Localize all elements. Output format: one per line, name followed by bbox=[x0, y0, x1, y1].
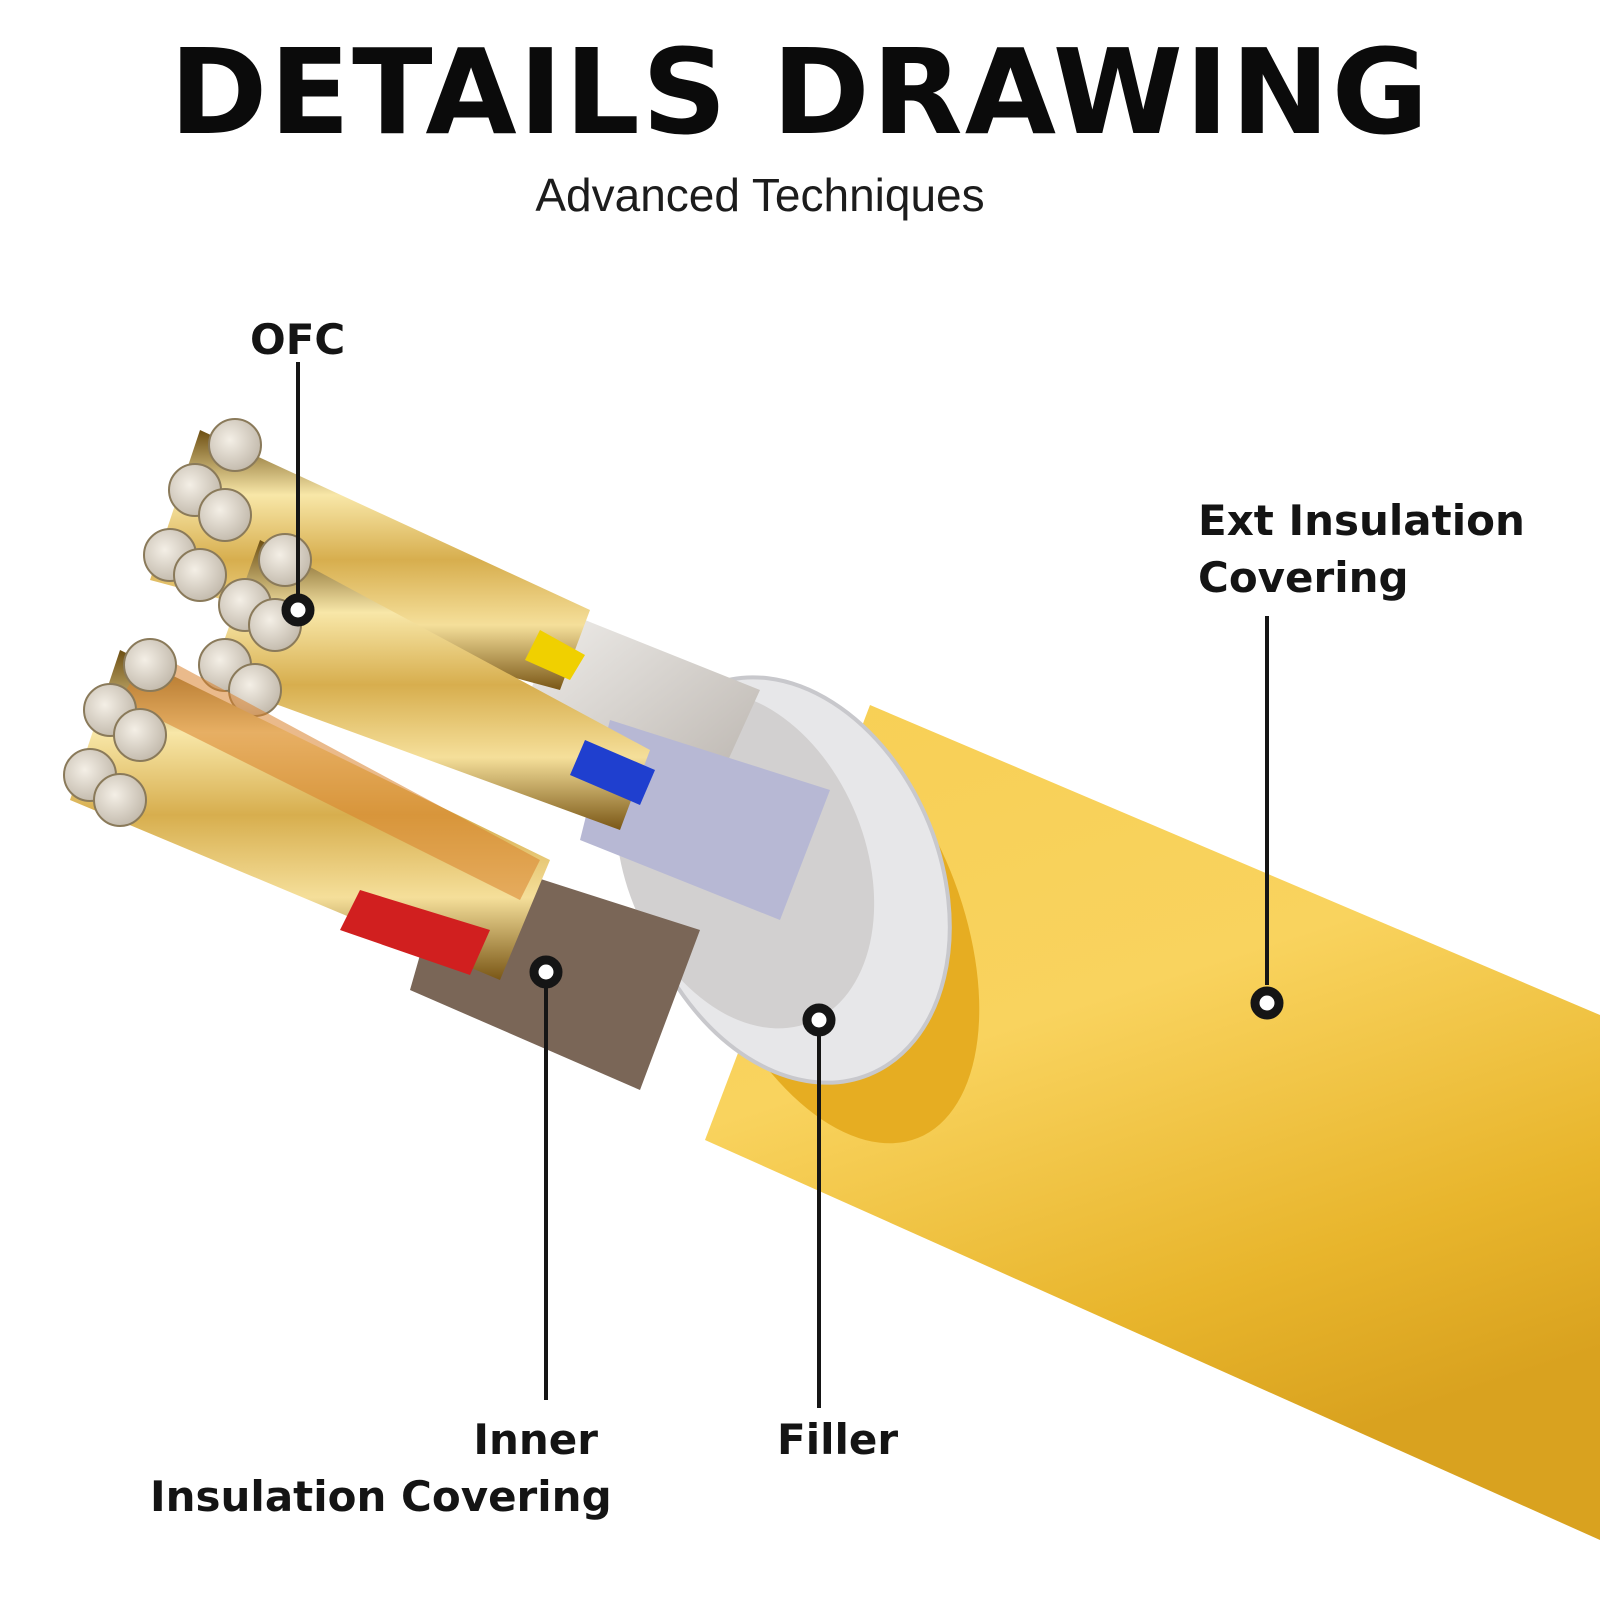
label-ext-insulation: Ext Insulation Covering bbox=[1198, 493, 1525, 606]
callout-markers bbox=[281, 593, 1284, 1037]
label-ext-line2: Covering bbox=[1198, 552, 1409, 602]
leader-lines bbox=[296, 362, 1269, 1408]
marker-ext-icon bbox=[1250, 986, 1284, 1020]
marker-ofc-icon bbox=[281, 593, 315, 627]
label-inner-line2: Insulation Covering bbox=[150, 1471, 612, 1521]
conductor-bundle-bottom bbox=[63, 638, 550, 980]
conductor-bundle-top bbox=[143, 418, 590, 690]
label-filler: Filler bbox=[777, 1415, 899, 1464]
label-ofc: OFC bbox=[250, 315, 346, 364]
page-subtitle: Advanced Techniques bbox=[535, 169, 985, 221]
label-inner-insulation: Inner Insulation Covering bbox=[150, 1412, 612, 1525]
label-inner-line1: Inner bbox=[473, 1415, 598, 1464]
marker-filler-icon bbox=[802, 1003, 836, 1037]
label-ext-line1: Ext Insulation bbox=[1198, 496, 1525, 545]
marker-inner-icon bbox=[529, 955, 563, 989]
page-title: DETAILS DRAWING bbox=[169, 23, 1431, 161]
